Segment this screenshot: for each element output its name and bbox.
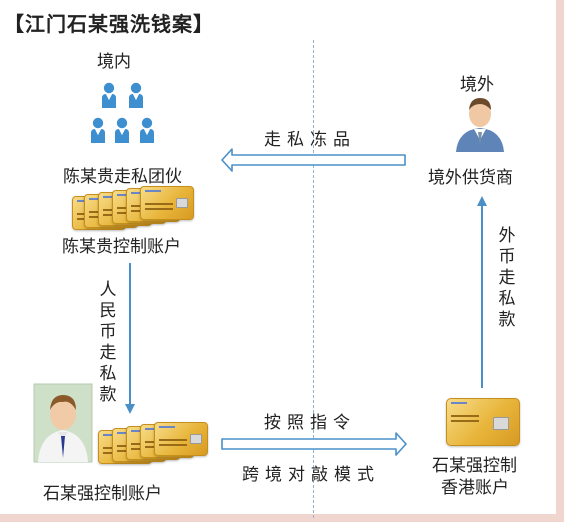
overseas-label: 境外 (460, 75, 494, 95)
fx-smuggle-label: 外币走私款 (498, 226, 516, 330)
bank-card-icon (140, 186, 194, 220)
supplier-label: 境外供货商 (428, 168, 513, 188)
arrow-hk-to-supplier (477, 196, 487, 388)
man-portrait-icon (33, 383, 93, 463)
border-divider-line (313, 40, 314, 518)
arrow-chen-to-shi (125, 263, 135, 414)
rmb-smuggle-label: 人民币走私款 (99, 280, 117, 405)
arrow-shi-to-hk (221, 432, 407, 456)
domestic-label: 境内 (97, 52, 131, 72)
hk-account-label-1: 石某强控制 (432, 456, 517, 476)
cross-border-mode-label: 跨境对敲模式 (242, 465, 380, 485)
businessman-icon (456, 98, 504, 152)
page-title: 【江门石某强洗钱案】 (4, 12, 214, 36)
hk-account-label-2: 香港账户 (441, 478, 509, 498)
gang-label: 陈某贵走私团伙 (63, 167, 182, 187)
arrow-supplier-to-gang (221, 148, 406, 172)
shi-account-label: 石某强控制账户 (43, 484, 162, 504)
by-instruction-label: 按照指令 (264, 413, 356, 433)
smuggled-goods-label: 走私冻品 (264, 130, 356, 150)
people-group-icon (91, 82, 154, 143)
bank-card-icon (154, 422, 208, 456)
chen-account-label: 陈某贵控制账户 (62, 237, 181, 257)
hk-account-card-icon (446, 398, 520, 446)
